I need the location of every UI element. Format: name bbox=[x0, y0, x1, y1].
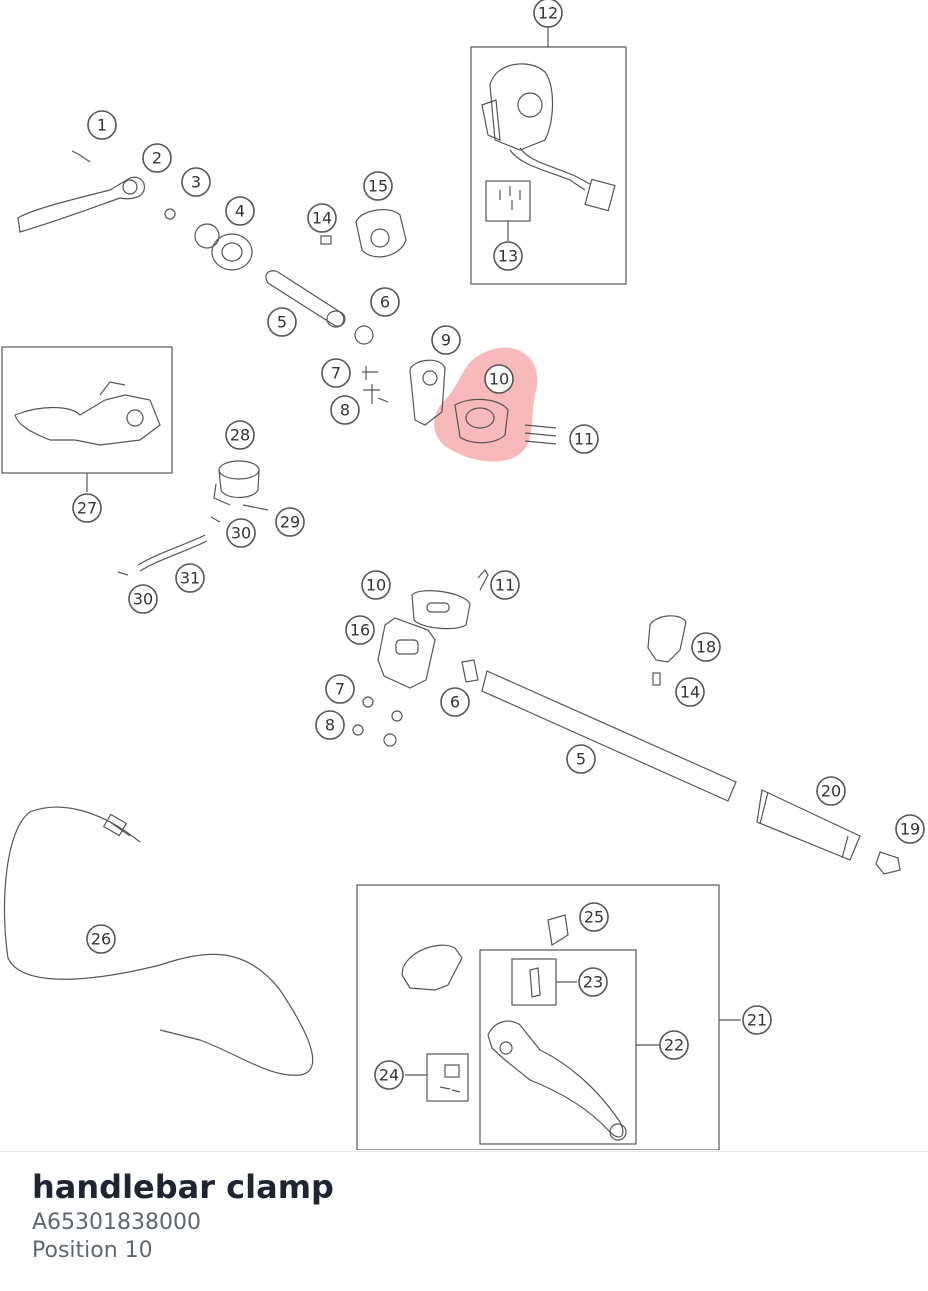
selected-part-highlight bbox=[434, 347, 538, 462]
callout-19[interactable] bbox=[895, 814, 925, 844]
callout-10a-label: 10 bbox=[489, 370, 509, 389]
callout-20-label: 20 bbox=[821, 782, 841, 801]
frame-parts-24 bbox=[426, 1053, 469, 1102]
callout-11b[interactable] bbox=[490, 570, 520, 600]
callout-10b[interactable] bbox=[361, 570, 391, 600]
part-info-panel: handlebar clamp A65301838000 Position 10 bbox=[0, 1151, 928, 1291]
callout-21[interactable] bbox=[742, 1005, 772, 1035]
callout-5b[interactable] bbox=[566, 744, 596, 774]
callout-18[interactable] bbox=[691, 632, 721, 662]
callout-31-label: 31 bbox=[180, 569, 200, 588]
callout-11a-label: 11 bbox=[574, 430, 594, 449]
callout-6a-label: 6 bbox=[380, 293, 390, 312]
callout-20[interactable] bbox=[816, 776, 846, 806]
frame-lever-22 bbox=[479, 949, 637, 1145]
callout-27[interactable] bbox=[72, 493, 102, 523]
callout-30a-label: 30 bbox=[231, 524, 251, 543]
part-position: Position 10 bbox=[32, 1238, 153, 1263]
callout-5a-label: 5 bbox=[277, 313, 287, 332]
callout-10b-label: 10 bbox=[366, 576, 386, 595]
callout-27-label: 27 bbox=[77, 499, 97, 518]
callout-4-label: 4 bbox=[235, 202, 245, 221]
callout-1[interactable] bbox=[87, 110, 117, 140]
callout-3[interactable] bbox=[181, 167, 211, 197]
callout-9[interactable] bbox=[431, 325, 461, 355]
callout-30b[interactable] bbox=[128, 584, 158, 614]
callout-14b[interactable] bbox=[675, 677, 705, 707]
callout-7b[interactable] bbox=[325, 674, 355, 704]
callout-19-label: 19 bbox=[900, 820, 920, 839]
callout-6b-label: 6 bbox=[450, 693, 460, 712]
callout-16-label: 16 bbox=[350, 621, 370, 640]
callout-26[interactable] bbox=[86, 924, 116, 954]
callout-9-label: 9 bbox=[441, 331, 451, 350]
frame-lever-assembly-21 bbox=[356, 884, 720, 1150]
callout-11a[interactable] bbox=[569, 424, 599, 454]
callout-11b-label: 11 bbox=[495, 576, 515, 595]
callout-7b-label: 7 bbox=[335, 680, 345, 699]
callout-24-label: 24 bbox=[379, 1066, 399, 1085]
callout-23[interactable] bbox=[578, 967, 608, 997]
callout-3-label: 3 bbox=[191, 173, 201, 192]
frame-screws-13 bbox=[485, 180, 531, 222]
callout-13-label: 13 bbox=[498, 247, 518, 266]
callout-10a[interactable] bbox=[484, 364, 514, 394]
callout-14b-label: 14 bbox=[680, 683, 700, 702]
callout-14a-label: 14 bbox=[312, 209, 332, 228]
callout-7a-label: 7 bbox=[331, 364, 341, 383]
callout-31[interactable] bbox=[175, 563, 205, 593]
callout-23-label: 23 bbox=[583, 973, 603, 992]
callout-7a[interactable] bbox=[321, 358, 351, 388]
callout-1-label: 1 bbox=[97, 116, 107, 135]
frame-master-cylinder-27 bbox=[1, 346, 173, 474]
callout-4[interactable] bbox=[225, 196, 255, 226]
callout-15[interactable] bbox=[363, 171, 393, 201]
callout-13[interactable] bbox=[493, 241, 523, 271]
callout-6a[interactable] bbox=[370, 287, 400, 317]
callout-25-label: 25 bbox=[584, 908, 604, 927]
callout-2[interactable] bbox=[142, 143, 172, 173]
callout-30a[interactable] bbox=[226, 518, 256, 548]
callout-8a-label: 8 bbox=[340, 401, 350, 420]
callout-22-label: 22 bbox=[664, 1036, 684, 1055]
callout-28-label: 28 bbox=[230, 426, 250, 445]
callout-14a[interactable] bbox=[307, 203, 337, 233]
callout-8b[interactable] bbox=[315, 710, 345, 740]
callout-29[interactable] bbox=[275, 507, 305, 537]
callout-30b-label: 30 bbox=[133, 590, 153, 609]
callout-8b-label: 8 bbox=[325, 716, 335, 735]
exploded-parts-diagram: 12 1 2 3 4 14 15 13 5 6 9 10 7 8 11 28 2… bbox=[1, 0, 925, 1150]
callout-2-label: 2 bbox=[152, 149, 162, 168]
part-number: A65301838000 bbox=[32, 1210, 202, 1235]
callout-12[interactable] bbox=[533, 0, 563, 28]
callout-21-label: 21 bbox=[747, 1011, 767, 1030]
callout-18-label: 18 bbox=[696, 638, 716, 657]
callout-15-label: 15 bbox=[368, 177, 388, 196]
callout-22[interactable] bbox=[659, 1030, 689, 1060]
part-name: handlebar clamp bbox=[32, 1168, 334, 1206]
callout-24[interactable] bbox=[374, 1060, 404, 1090]
callout-5b-label: 5 bbox=[576, 750, 586, 769]
callout-25[interactable] bbox=[579, 902, 609, 932]
callout-5a[interactable] bbox=[267, 307, 297, 337]
callout-16[interactable] bbox=[345, 615, 375, 645]
callout-6b[interactable] bbox=[440, 687, 470, 717]
callout-12-label: 12 bbox=[538, 4, 558, 23]
frame-parts-23 bbox=[511, 958, 557, 1006]
callout-29-label: 29 bbox=[280, 513, 300, 532]
callout-8a[interactable] bbox=[330, 395, 360, 425]
callout-28[interactable] bbox=[225, 420, 255, 450]
callout-26-label: 26 bbox=[91, 930, 111, 949]
